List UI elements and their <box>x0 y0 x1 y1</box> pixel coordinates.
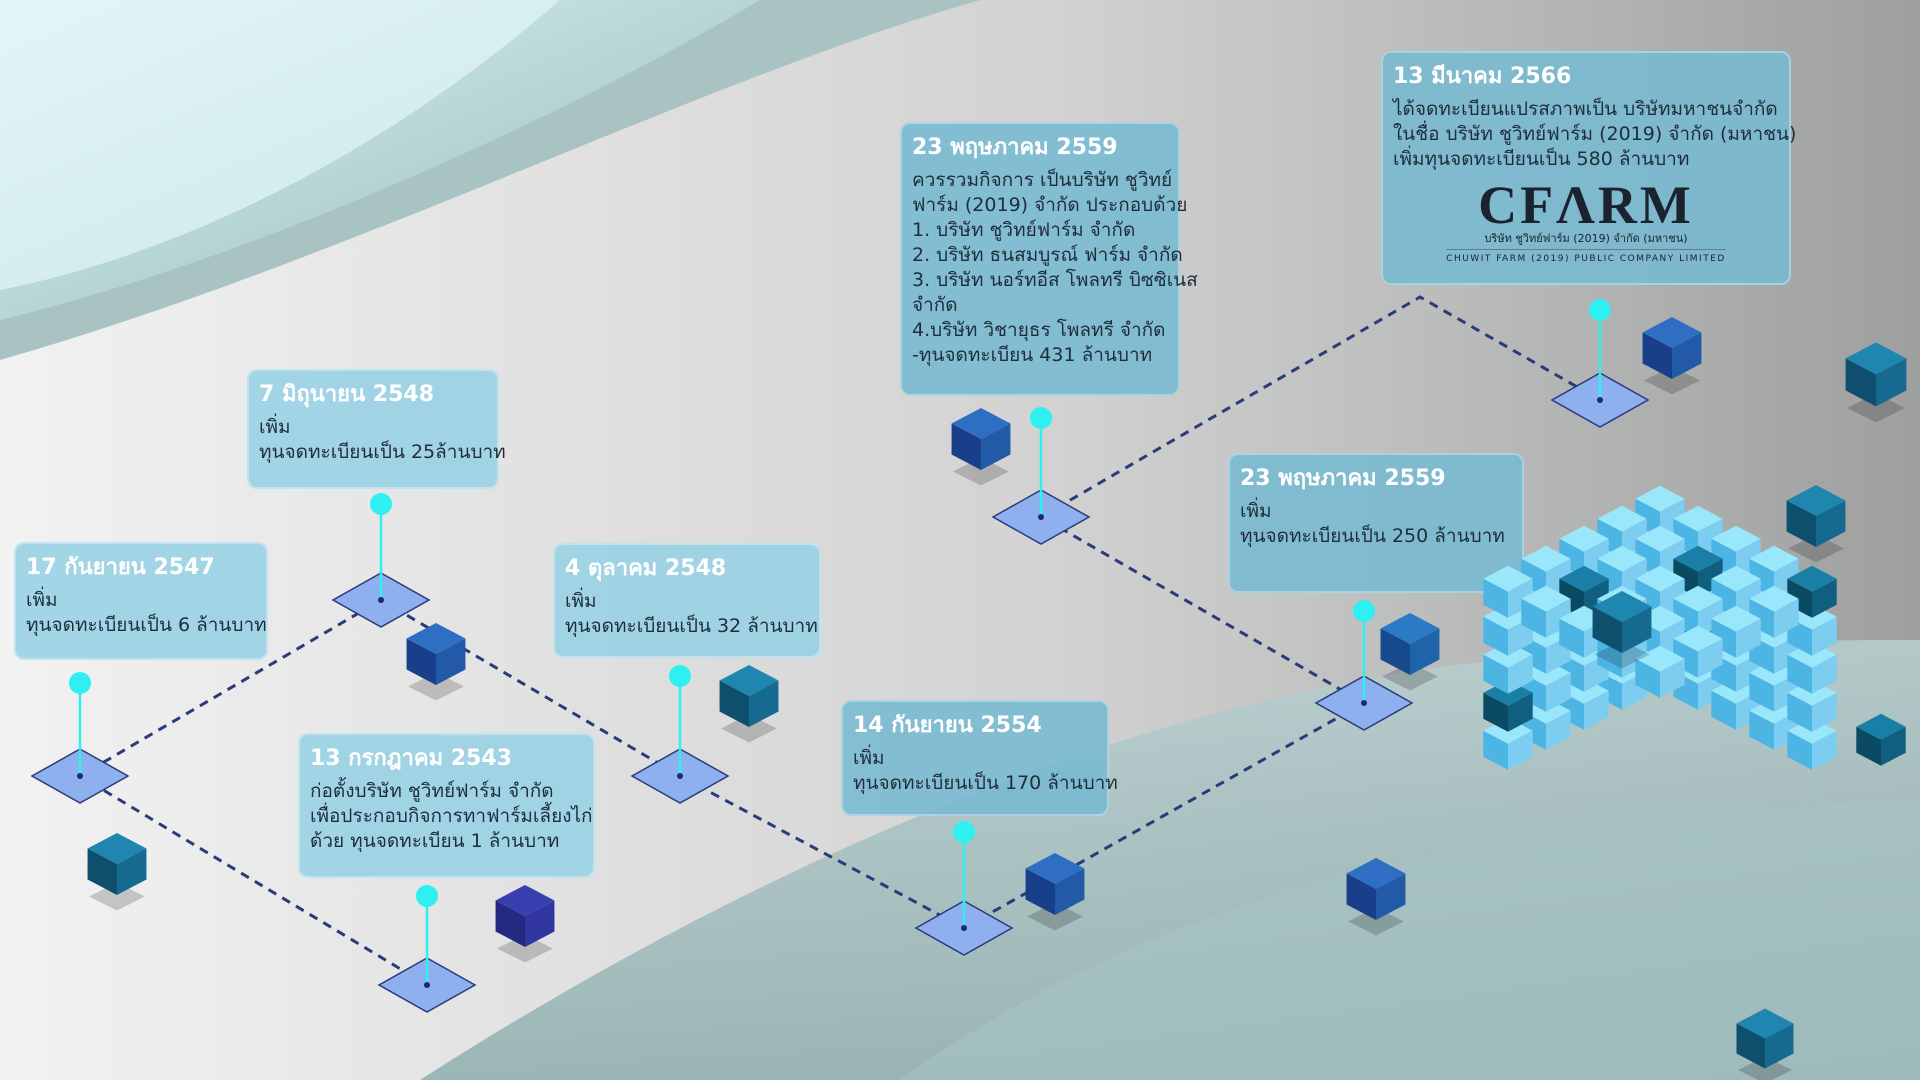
milestone-text-line: เพิ่มทุนจดทะเบียนเป็น 580 ล้านบาท <box>1393 148 1690 170</box>
milestone-date: 17 กันยายน 2547 <box>26 555 215 580</box>
milestone-text-line: 4.บริษัท วิชายุธร โพลทรี จำกัด <box>912 319 1166 341</box>
milestone-text-line: ด้วย ทุนจดทะเบียน 1 ล้านบาท <box>310 830 560 852</box>
logo-name-en: CHUWIT FARM (2019) PUBLIC COMPANY LIMITE… <box>1446 249 1726 266</box>
milestone-text-line: ก่อตั้งบริษัท ชูวิทย์ฟาร์ม จำกัด <box>310 780 554 802</box>
milestone-text-line: ทุนจดทะเบียนเป็น 250 ล้านบาท <box>1240 525 1505 547</box>
milestone-date: 23 พฤษภาคม 2559 <box>1240 466 1446 491</box>
milestone-text-line: เพิ่ม <box>1240 500 1272 522</box>
milestone-text-line: 3. บริษัท นอร์ทอีส โพลทรี บิซซิเนส <box>912 269 1198 291</box>
milestone-text-line: ทุนจดทะเบียนเป็น 32 ล้านบาท <box>565 615 818 637</box>
milestone-card: 7 มิถุนายน 2548 เพิ่มทุนจดทะเบียนเป็น 25ล… <box>247 369 506 489</box>
milestone-text-line: ได้จดทะเบียนแปรสภาพเป็น บริษัทมหาชนจำกัด <box>1393 98 1778 120</box>
milestone-date: 7 มิถุนายน 2548 <box>259 382 435 407</box>
milestone-card: 4 ตุลาคม 2548 เพิ่มทุนจดทะเบียนเป็น 32 ล้… <box>553 543 821 658</box>
milestone-text-line: จำกัด <box>912 294 958 316</box>
milestone-date: 13 มีนาคม 2566 <box>1393 64 1572 89</box>
milestone-date: 23 พฤษภาคม 2559 <box>912 135 1118 160</box>
milestone-date: 14 กันยายน 2554 <box>853 713 1042 738</box>
milestone-card: 13 มีนาคม 2566 ได้จดทะเบียนแปรสภาพเป็น บร… <box>1381 51 1797 285</box>
milestone-text-line: ทุนจดทะเบียนเป็น 170 ล้านบาท <box>853 772 1118 794</box>
milestone-text-line: เพิ่ม <box>259 416 291 438</box>
milestone-card: 23 พฤษภาคม 2559 เพิ่มทุนจดทะเบียนเป็น 250… <box>1228 453 1524 593</box>
milestone-text-line: เพื่อประกอบกิจการทาฟาร์มเลี้ยงไก่ <box>310 805 593 827</box>
milestone-text-line: เพิ่ม <box>853 747 885 769</box>
milestone-text-line: เพิ่ม <box>565 590 597 612</box>
milestone-text-line: ในชื่อ บริษัท ชูวิทย์ฟาร์ม (2019) จำกัด … <box>1393 123 1797 145</box>
milestone-card: 23 พฤษภาคม 2559 ควรรวมกิจการ เป็นบริษัท ช… <box>900 122 1198 396</box>
milestone-date: 4 ตุลาคม 2548 <box>565 556 727 581</box>
milestone-date: 13 กรกฎาคม 2543 <box>310 746 512 771</box>
milestone-card: 17 กันยายน 2547 เพิ่มทุนจดทะเบียนเป็น 6 ล… <box>14 542 268 660</box>
milestone-text-line: เพิ่ม <box>26 589 58 611</box>
milestone-card: 14 กันยายน 2554 เพิ่มทุนจดทะเบียนเป็น 170… <box>841 700 1118 816</box>
logo-name-th: บริษัท ชูวิทย์ฟาร์ม (2019) จำกัด (มหาชน) <box>1484 232 1688 245</box>
milestone-text-line: 2. บริษัท ธนสมบูรณ์ ฟาร์ม จำกัด <box>912 244 1183 266</box>
milestone-text-line: ทุนจดทะเบียนเป็น 6 ล้านบาท <box>26 614 267 636</box>
milestone-text-line: -ทุนจดทะเบียน 431 ล้านบาท <box>912 344 1153 366</box>
milestone-text-line: ควรรวมกิจการ เป็นบริษัท ชูวิทย์ <box>912 169 1173 191</box>
milestone-text-line: 1. บริษัท ชูวิทย์ฟาร์ม จำกัด <box>912 219 1136 241</box>
milestone-text-line: ทุนจดทะเบียนเป็น 25ล้านบาท <box>259 441 506 463</box>
logo-mark: CFΛRM <box>1478 175 1694 235</box>
milestone-card: 13 กรกฎาคม 2543 ก่อตั้งบริษัท ชูวิทย์ฟาร์… <box>298 733 595 878</box>
milestone-text-line: ฟาร์ม (2019) จำกัด ประกอบด้วย <box>912 194 1188 216</box>
